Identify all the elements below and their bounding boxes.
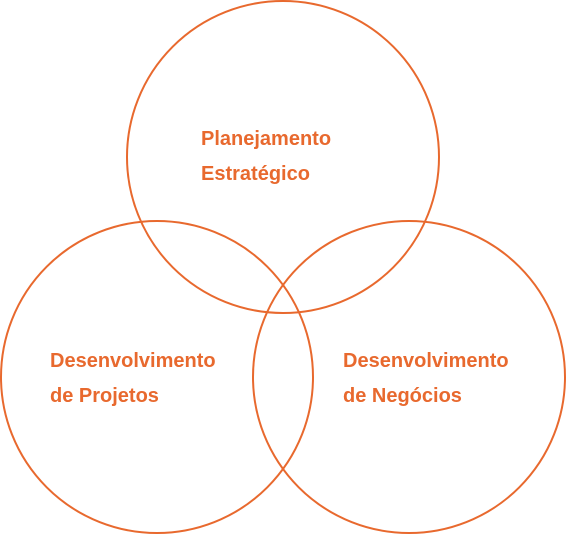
label-planejamento-estrategico: Planejamento Estratégico [201, 122, 331, 192]
label-desenvolvimento-de-negocios: Desenvolvimento de Negócios [343, 344, 509, 414]
circle-desenvolvimento-de-projetos [0, 220, 314, 534]
label-line: Planejamento [201, 128, 332, 150]
label-line: Estratégico [201, 163, 310, 185]
label-line: Desenvolvimento [343, 350, 509, 372]
circle-desenvolvimento-de-negocios [252, 220, 566, 534]
label-desenvolvimento-de-projetos: Desenvolvimento de Projetos [50, 344, 216, 414]
label-line: de Negócios [343, 385, 462, 407]
label-line: Desenvolvimento [50, 350, 216, 372]
label-line: de Projetos [50, 385, 159, 407]
circle-planejamento-estrategico [126, 0, 440, 314]
